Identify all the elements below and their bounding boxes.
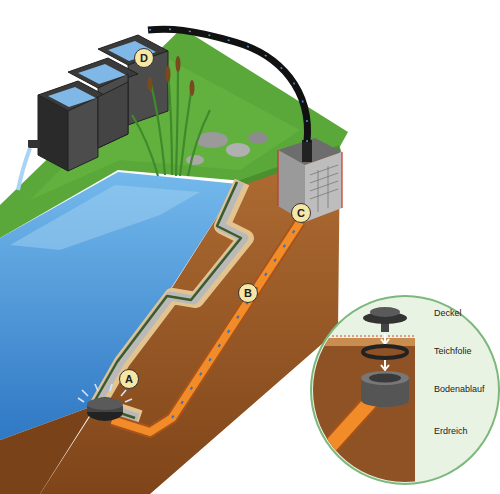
- callout-letter: D: [134, 48, 154, 68]
- callout-letter: C: [291, 203, 311, 223]
- part-label: Deckel: [432, 308, 464, 318]
- callout-letter: B: [238, 283, 258, 303]
- callout-letter: A: [119, 369, 139, 389]
- part-label: Bodenablauf: [432, 384, 487, 394]
- part-label: Erdreich: [432, 426, 470, 436]
- part-label: Teichfolie: [432, 346, 474, 356]
